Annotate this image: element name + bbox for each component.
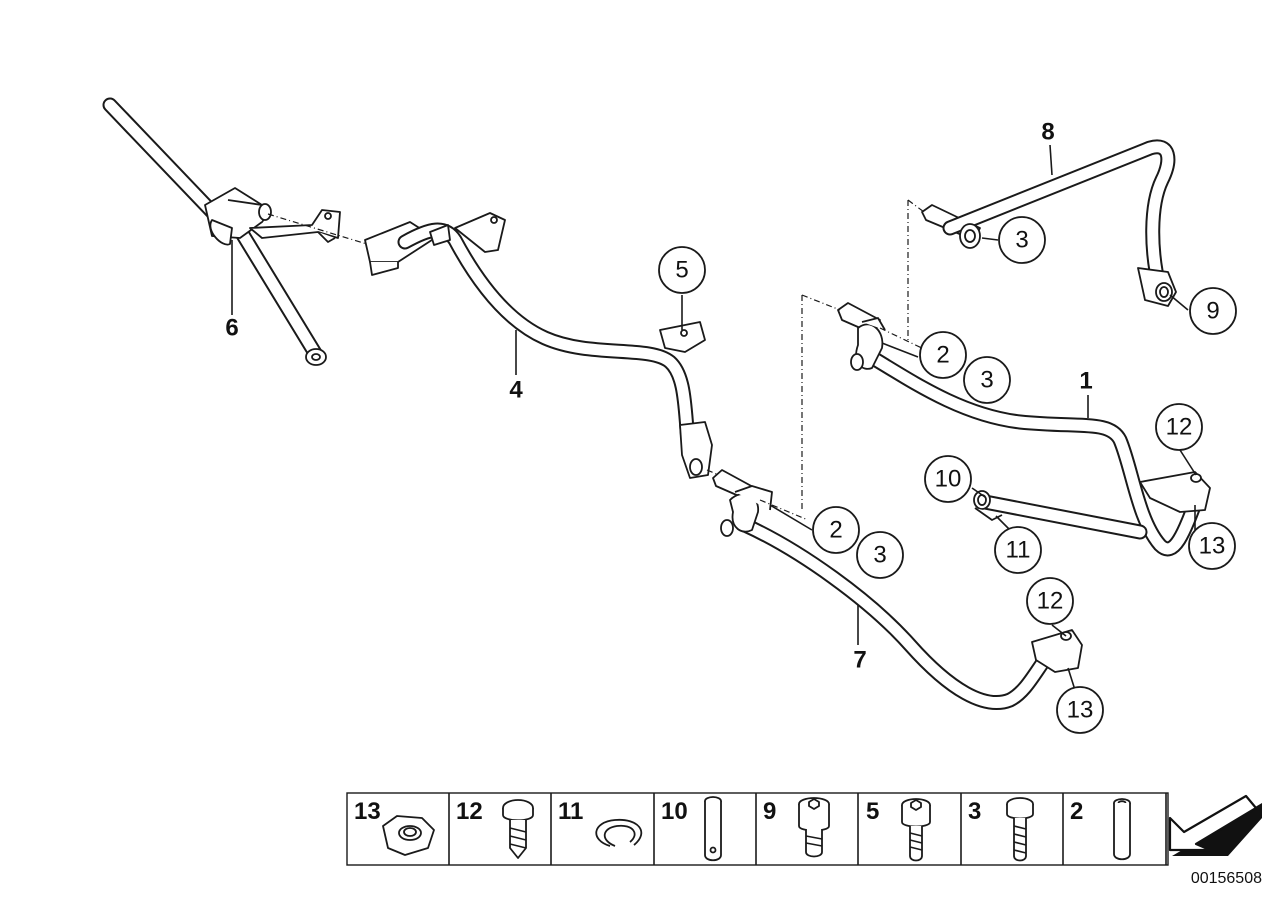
parts-legend: 13 12 11 10 9 <box>346 792 1262 866</box>
svg-text:13: 13 <box>1067 697 1094 724</box>
document-number: 00156508 <box>1191 870 1262 887</box>
part-labels: 6 4 8 1 7 <box>225 119 1092 674</box>
callout-12-lower: 12 <box>1026 577 1074 625</box>
svg-text:3: 3 <box>1015 227 1028 254</box>
legend-item-5: 5 <box>866 798 931 862</box>
direction-arrow-icon <box>1168 794 1262 856</box>
part-label-6: 6 <box>225 315 238 342</box>
svg-text:5: 5 <box>866 798 879 825</box>
svg-text:12: 12 <box>1166 414 1193 441</box>
svg-text:10: 10 <box>661 798 688 825</box>
callout-5: 5 <box>658 246 706 294</box>
callout-9: 9 <box>1189 287 1237 335</box>
svg-text:3: 3 <box>873 542 886 569</box>
svg-text:2: 2 <box>1070 798 1083 825</box>
part-4-bar <box>364 212 741 485</box>
callout-3-upper: 3 <box>963 356 1011 404</box>
legend-item-2: 2 <box>1070 798 1131 861</box>
part-label-7: 7 <box>853 647 866 674</box>
part-6-handle-bar <box>102 97 371 366</box>
part-7-bar <box>712 294 1083 710</box>
callout-11: 11 <box>994 526 1042 574</box>
callout-13-lower: 13 <box>1056 686 1104 734</box>
part-label-1: 1 <box>1079 368 1092 395</box>
legend-item-13: 13 <box>354 798 435 856</box>
callout-10: 10 <box>924 455 972 503</box>
svg-text:12: 12 <box>456 798 483 825</box>
legend-item-3: 3 <box>968 797 1034 862</box>
svg-text:2: 2 <box>936 342 949 369</box>
legend-item-11: 11 <box>558 798 642 847</box>
legend-item-9: 9 <box>763 797 830 858</box>
svg-text:3: 3 <box>968 798 981 825</box>
legend-item-12: 12 <box>456 798 534 859</box>
svg-text:11: 11 <box>1006 537 1031 564</box>
svg-text:3: 3 <box>980 367 993 394</box>
svg-text:11: 11 <box>558 798 583 825</box>
callout-3-top: 3 <box>998 216 1046 264</box>
svg-text:12: 12 <box>1037 588 1064 615</box>
svg-text:9: 9 <box>763 798 776 825</box>
svg-text:2: 2 <box>829 517 842 544</box>
part-label-8: 8 <box>1041 119 1054 146</box>
part-label-4: 4 <box>509 377 523 404</box>
part-8-bar <box>907 139 1177 340</box>
legend-item-10: 10 <box>661 796 722 862</box>
callouts: 5 3 9 2 3 12 10 13 11 2 3 12 13 <box>658 216 1237 734</box>
svg-text:9: 9 <box>1206 298 1219 325</box>
callout-2-lower: 2 <box>812 506 860 554</box>
callout-12-upper: 12 <box>1155 403 1203 451</box>
svg-text:10: 10 <box>935 466 962 493</box>
svg-text:5: 5 <box>675 257 688 284</box>
part-1-bar <box>837 302 1211 557</box>
callout-13-upper: 13 <box>1188 522 1236 570</box>
callout-3-lower: 3 <box>856 531 904 579</box>
svg-text:13: 13 <box>1199 533 1226 560</box>
callout-2-upper: 2 <box>919 331 967 379</box>
svg-text:13: 13 <box>354 798 381 825</box>
leader-lines <box>231 144 1197 691</box>
